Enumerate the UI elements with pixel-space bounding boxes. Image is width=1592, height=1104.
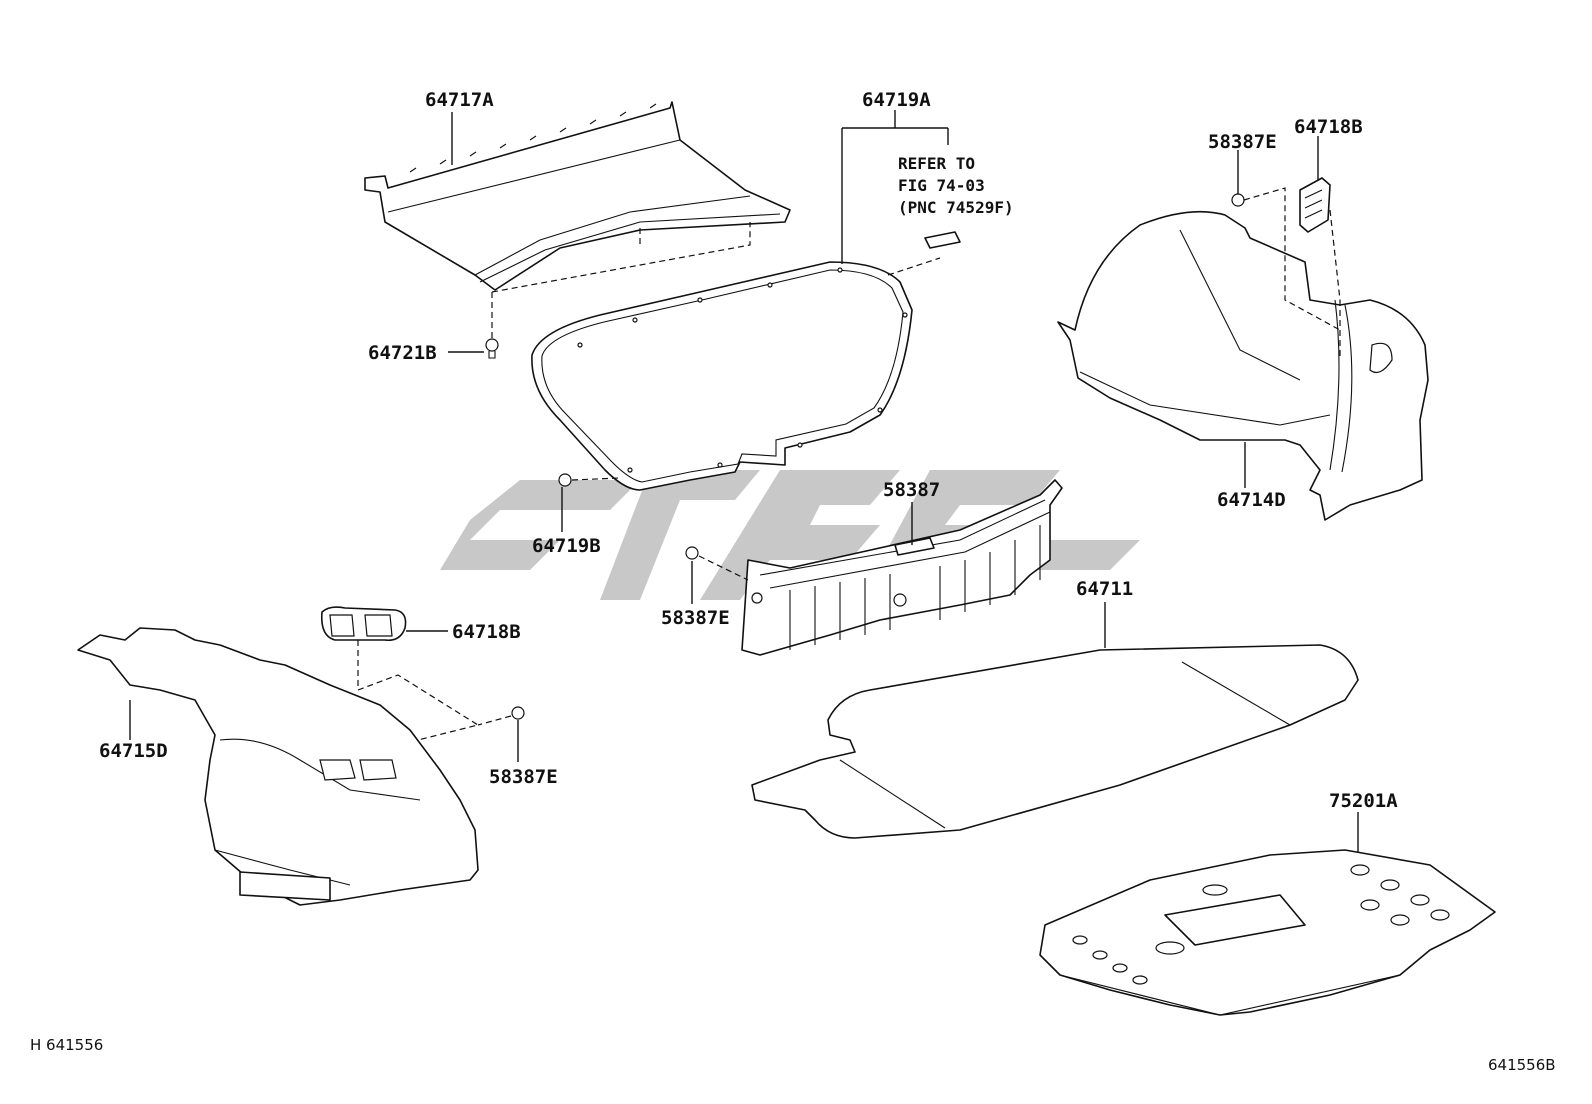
part-64711-mat <box>751 644 1359 839</box>
part-75201A-tray <box>1039 849 1496 1016</box>
ref-note-line1: REFER TO <box>898 154 976 173</box>
label-64714D: 64714D <box>1217 489 1286 511</box>
label-64721B: 64721B <box>368 342 437 364</box>
part-58387-sill <box>741 479 1063 656</box>
label-58387E-low: 58387E <box>489 766 558 788</box>
clip-58387E-low <box>511 706 525 720</box>
label-64718B-low: 64718B <box>452 621 521 643</box>
label-58387E-top: 58387E <box>1208 131 1277 153</box>
part-64718B-top-vent <box>1299 177 1331 233</box>
clip-64719B <box>558 473 572 487</box>
label-58387: 58387 <box>883 479 941 501</box>
clip-58387E-mid <box>685 546 699 560</box>
label-64719A: 64719A <box>862 89 931 111</box>
ref-note-line3: (PNC 74529F) <box>898 198 1014 217</box>
label-64715D: 64715D <box>99 740 168 762</box>
part-64714D-right-trim <box>1057 210 1429 521</box>
part-64717A-shelf <box>364 101 791 291</box>
footer-right-id: 641556B <box>1488 1056 1556 1074</box>
part-64715D-left-trim <box>77 627 479 906</box>
ref-note-line2: FIG 74-03 <box>898 176 985 195</box>
label-58387E-mid: 58387E <box>661 607 730 629</box>
part-64719A-liner <box>531 261 913 491</box>
label-64711: 64711 <box>1076 578 1134 600</box>
label-64718B-top: 64718B <box>1294 116 1363 138</box>
footer-left-id: H 641556 <box>30 1036 104 1054</box>
clip-58387E-top <box>1231 193 1245 207</box>
label-64719B: 64719B <box>532 535 601 557</box>
clip-64721B <box>485 338 499 359</box>
label-75201A: 75201A <box>1329 790 1398 812</box>
label-64717A: 64717A <box>425 89 494 111</box>
ref-plate <box>924 231 961 249</box>
part-64718B-low-vent <box>320 606 407 642</box>
